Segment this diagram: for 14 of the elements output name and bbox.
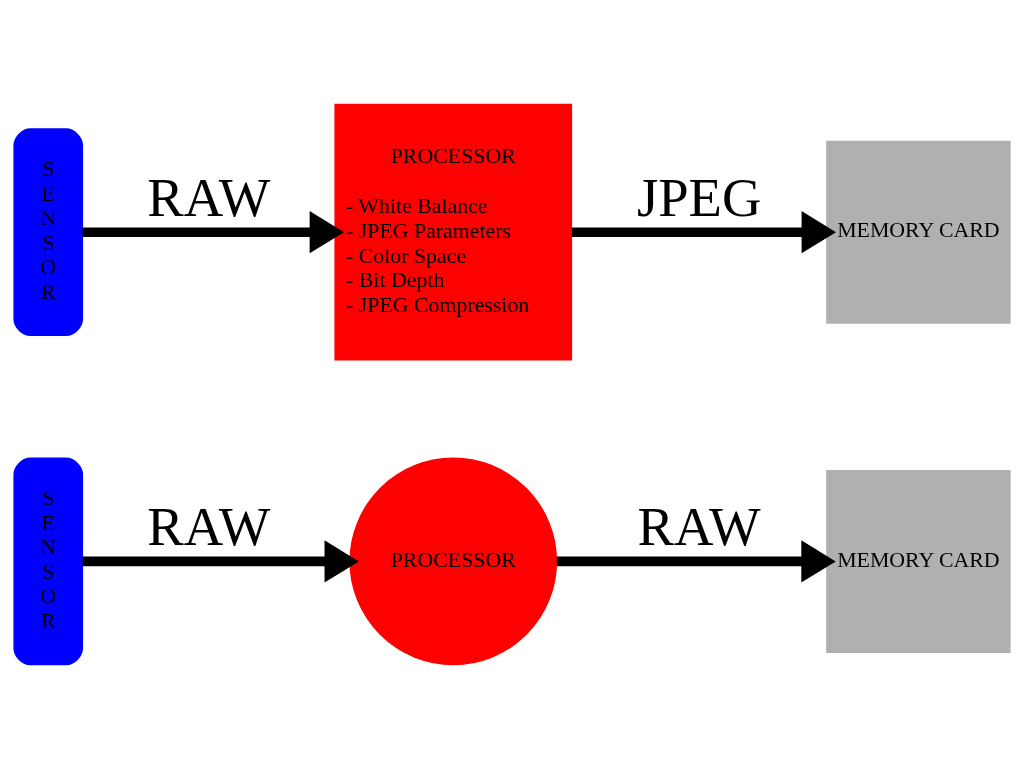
node-box: PROCESSOR - White Balance - JPEG Parameters - Color Space - Bit Depth - JPEG Compression bbox=[334, 103, 573, 361]
edge-label: RAW bbox=[147, 495, 271, 557]
edge-label: RAW bbox=[147, 166, 271, 228]
node-box: SENSOR bbox=[13, 127, 84, 336]
edge-label: RAW bbox=[637, 495, 761, 557]
node-box: MEMORY CARD bbox=[826, 469, 1011, 653]
node-circle: PROCESSOR bbox=[349, 457, 558, 665]
arrow bbox=[82, 539, 359, 582]
arrow bbox=[82, 210, 345, 253]
node-box: SENSOR bbox=[13, 457, 84, 665]
edge-label: JPEG bbox=[636, 166, 762, 228]
arrow bbox=[571, 210, 836, 253]
arrow bbox=[556, 539, 836, 582]
node-box: MEMORY CARD bbox=[826, 140, 1011, 324]
